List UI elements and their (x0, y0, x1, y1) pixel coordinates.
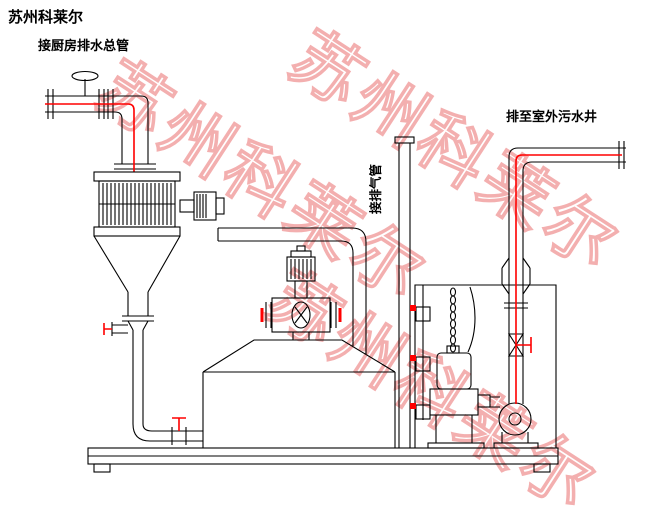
watermark-layer: 苏州科莱尔 苏州科莱尔 苏州科莱尔 (83, 17, 634, 510)
pipe-flange (114, 163, 156, 170)
float-bracket (410, 403, 416, 409)
base-foot (533, 463, 551, 473)
vent-cap (394, 136, 415, 144)
discharge-gate-valve (507, 333, 532, 357)
inlet-gate-valve (71, 70, 99, 96)
expansion-joint (501, 257, 531, 295)
separation-tank (202, 339, 396, 448)
discharge-pipe (501, 141, 626, 404)
float-bracket (410, 305, 416, 311)
valve-handwheel (71, 70, 99, 82)
outlet-label: 排至室外污水井 (506, 109, 597, 124)
base-foot (93, 463, 111, 473)
flow-line-red (515, 154, 622, 404)
lifting-chain (449, 286, 476, 353)
inlet-label: 接厨房排水总管 (38, 38, 129, 53)
sight-glass (291, 301, 311, 329)
brand-title: 苏州科莱尔 (8, 8, 83, 26)
pipe-flange (265, 302, 337, 328)
drain-pipe-valve (171, 417, 187, 445)
inlet-pipe (45, 70, 156, 172)
float-switch (415, 356, 431, 372)
float-switch (415, 306, 431, 322)
flow-line-red (45, 103, 135, 172)
coupling-pump (493, 402, 539, 449)
pump-discharge-stub (477, 394, 491, 408)
float-bracket (410, 355, 416, 361)
hopper-drain-valve (103, 322, 128, 336)
vent-pipe (394, 136, 415, 448)
vent-label: 接排气管 (368, 164, 383, 214)
pump-base (427, 442, 485, 449)
separator-unit (93, 171, 181, 237)
pipe-flange (122, 315, 154, 322)
tank-lid (202, 339, 396, 373)
separator-motor (179, 191, 225, 221)
drain-pipe (132, 330, 203, 445)
sludge-hopper (93, 235, 181, 336)
base-frame (87, 447, 559, 473)
pump-power-cable (467, 286, 476, 353)
submersible-pump (427, 345, 500, 449)
float-switches (410, 305, 431, 420)
flange-gasket-red (260, 308, 342, 322)
tank-agitator-pump (260, 245, 342, 340)
transfer-pipe (217, 227, 367, 354)
